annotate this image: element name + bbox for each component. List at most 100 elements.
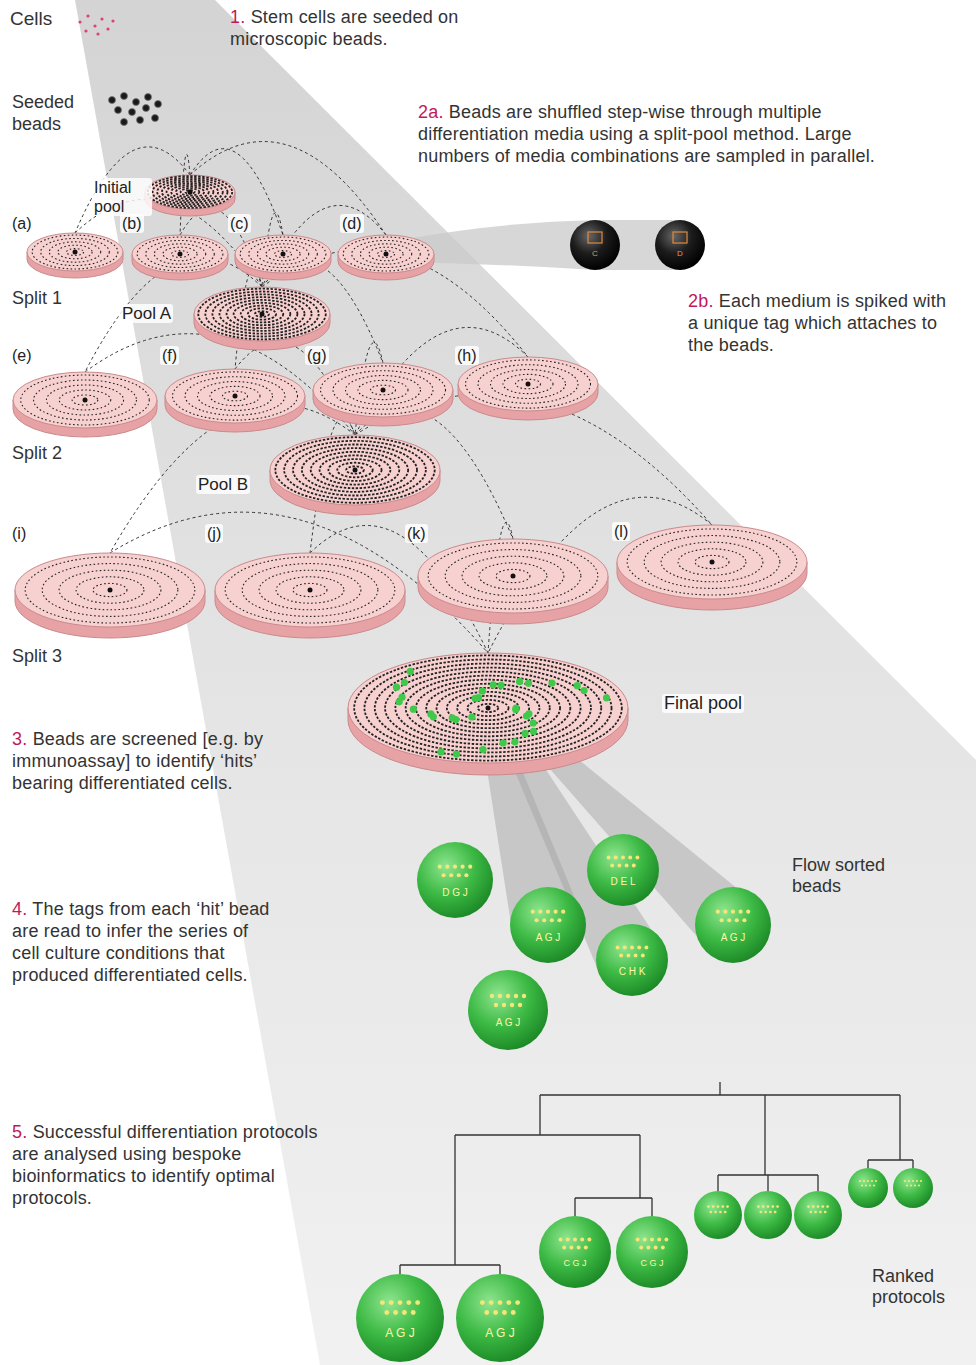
petri-dish: (h) <box>458 357 598 420</box>
bead-ring <box>32 235 118 269</box>
bead-tag-letters: C <box>592 250 598 258</box>
bead-ring <box>377 251 394 258</box>
dish-surface <box>348 653 628 763</box>
petri-dish-outline <box>15 553 205 638</box>
step-text: Successful differentiation protocols are… <box>12 1122 318 1208</box>
dish-surface <box>145 175 235 209</box>
dish-surface <box>235 235 331 273</box>
bead-ring <box>462 556 564 596</box>
bead-ring <box>678 549 746 575</box>
bead-ring <box>337 463 372 478</box>
petri-dish-outline <box>418 539 608 624</box>
dish-label: Pool A <box>120 304 173 323</box>
bead-ring <box>185 377 285 416</box>
bead-ring <box>223 391 248 401</box>
step-caption: 3. Beads are screened [e.g. by immunoass… <box>12 728 282 794</box>
bead-ring <box>293 444 417 495</box>
hit-bead <box>574 682 581 689</box>
dish-label: (g) <box>305 346 329 365</box>
step-caption: 2a. Beads are shuffled step-wise through… <box>418 101 923 167</box>
bead-tag-letters: D <box>677 250 683 258</box>
step-number: 1. <box>230 7 245 27</box>
cell <box>86 14 89 17</box>
bead-ring <box>93 583 127 596</box>
label: Split 3 <box>12 645 62 667</box>
bead-ring <box>416 680 560 737</box>
bead <box>121 119 128 126</box>
dish-centre <box>73 250 78 255</box>
ranked-bead <box>794 1191 842 1239</box>
step-caption: 1. Stem cells are seeded on microscopic … <box>230 6 488 50</box>
bead-tag-letters: C G J <box>640 1259 663 1268</box>
dish-label: (j) <box>205 524 223 543</box>
bead-ring <box>59 570 161 610</box>
bead-ring <box>25 557 195 623</box>
bead-ring <box>176 187 204 198</box>
petri-dish: (d) <box>338 235 434 280</box>
bead-ring <box>343 237 429 271</box>
step-text: Stem cells are seeded on microscopic bea… <box>230 7 459 49</box>
step-caption: 2b. Each medium is spiked with a unique … <box>688 290 954 356</box>
bead-ring <box>198 382 273 411</box>
hit-bead <box>530 728 537 735</box>
hit-bead <box>580 687 587 694</box>
cell <box>84 29 87 32</box>
bead-tag-letters: A G J <box>385 1327 414 1339</box>
bead-ring <box>240 237 326 271</box>
tag-mark <box>673 232 687 243</box>
bead-ring <box>242 564 378 617</box>
petri-dish: (e) <box>13 372 157 437</box>
petri-dish: (i) <box>15 553 205 638</box>
ranked-bead <box>848 1168 888 1208</box>
bead <box>155 101 162 108</box>
dish-centre <box>260 312 265 317</box>
bead-ring <box>46 385 123 415</box>
dish-label: (e) <box>10 346 34 365</box>
cells <box>78 14 114 35</box>
tagged-bead <box>570 220 620 270</box>
hit-bead <box>511 738 518 745</box>
ranked-bead <box>694 1191 742 1239</box>
step-number: 5. <box>12 1122 27 1142</box>
bead <box>115 107 122 114</box>
dish-surface <box>215 553 405 627</box>
petri-dish: (f) <box>165 369 305 432</box>
dish-surface <box>617 525 807 599</box>
cell <box>78 20 81 23</box>
tagged-bead <box>655 220 705 270</box>
bead-ring <box>137 237 223 271</box>
petri-dish-outline <box>338 235 434 280</box>
bead-ring <box>320 455 391 484</box>
petri-dish: (a) <box>27 233 123 278</box>
bead-ring <box>181 188 200 195</box>
bead-ring <box>49 242 100 262</box>
bead-ring <box>41 238 110 265</box>
bead-ring <box>154 244 205 264</box>
dish-label: (h) <box>455 346 479 365</box>
hit-bead <box>512 706 519 713</box>
hit-bead <box>475 694 482 701</box>
bead-ring <box>234 303 291 326</box>
hit-bead <box>525 680 532 687</box>
bead-ring <box>185 190 194 194</box>
bead-ring <box>695 555 729 568</box>
bead-ring <box>241 306 284 323</box>
dish-surface <box>132 235 228 273</box>
bead-ring <box>171 251 188 258</box>
bead-ring <box>59 390 110 410</box>
petri-dish: (b) <box>132 235 228 280</box>
bead-ring <box>76 577 144 603</box>
dish-surface <box>15 553 205 627</box>
dish-surface <box>27 233 123 271</box>
petri-dish: (g) <box>313 363 453 426</box>
bead-ring <box>255 311 269 317</box>
bead-ring <box>447 692 529 724</box>
bead-ring <box>346 376 421 405</box>
petri-dish: Pool A <box>194 287 330 350</box>
petri-dish-outline <box>27 233 123 278</box>
petri-dish: Initial pool <box>145 175 235 216</box>
bead <box>133 99 140 106</box>
bead-ring <box>198 289 326 340</box>
bead-ring <box>385 668 591 749</box>
bead-ring <box>293 583 327 596</box>
